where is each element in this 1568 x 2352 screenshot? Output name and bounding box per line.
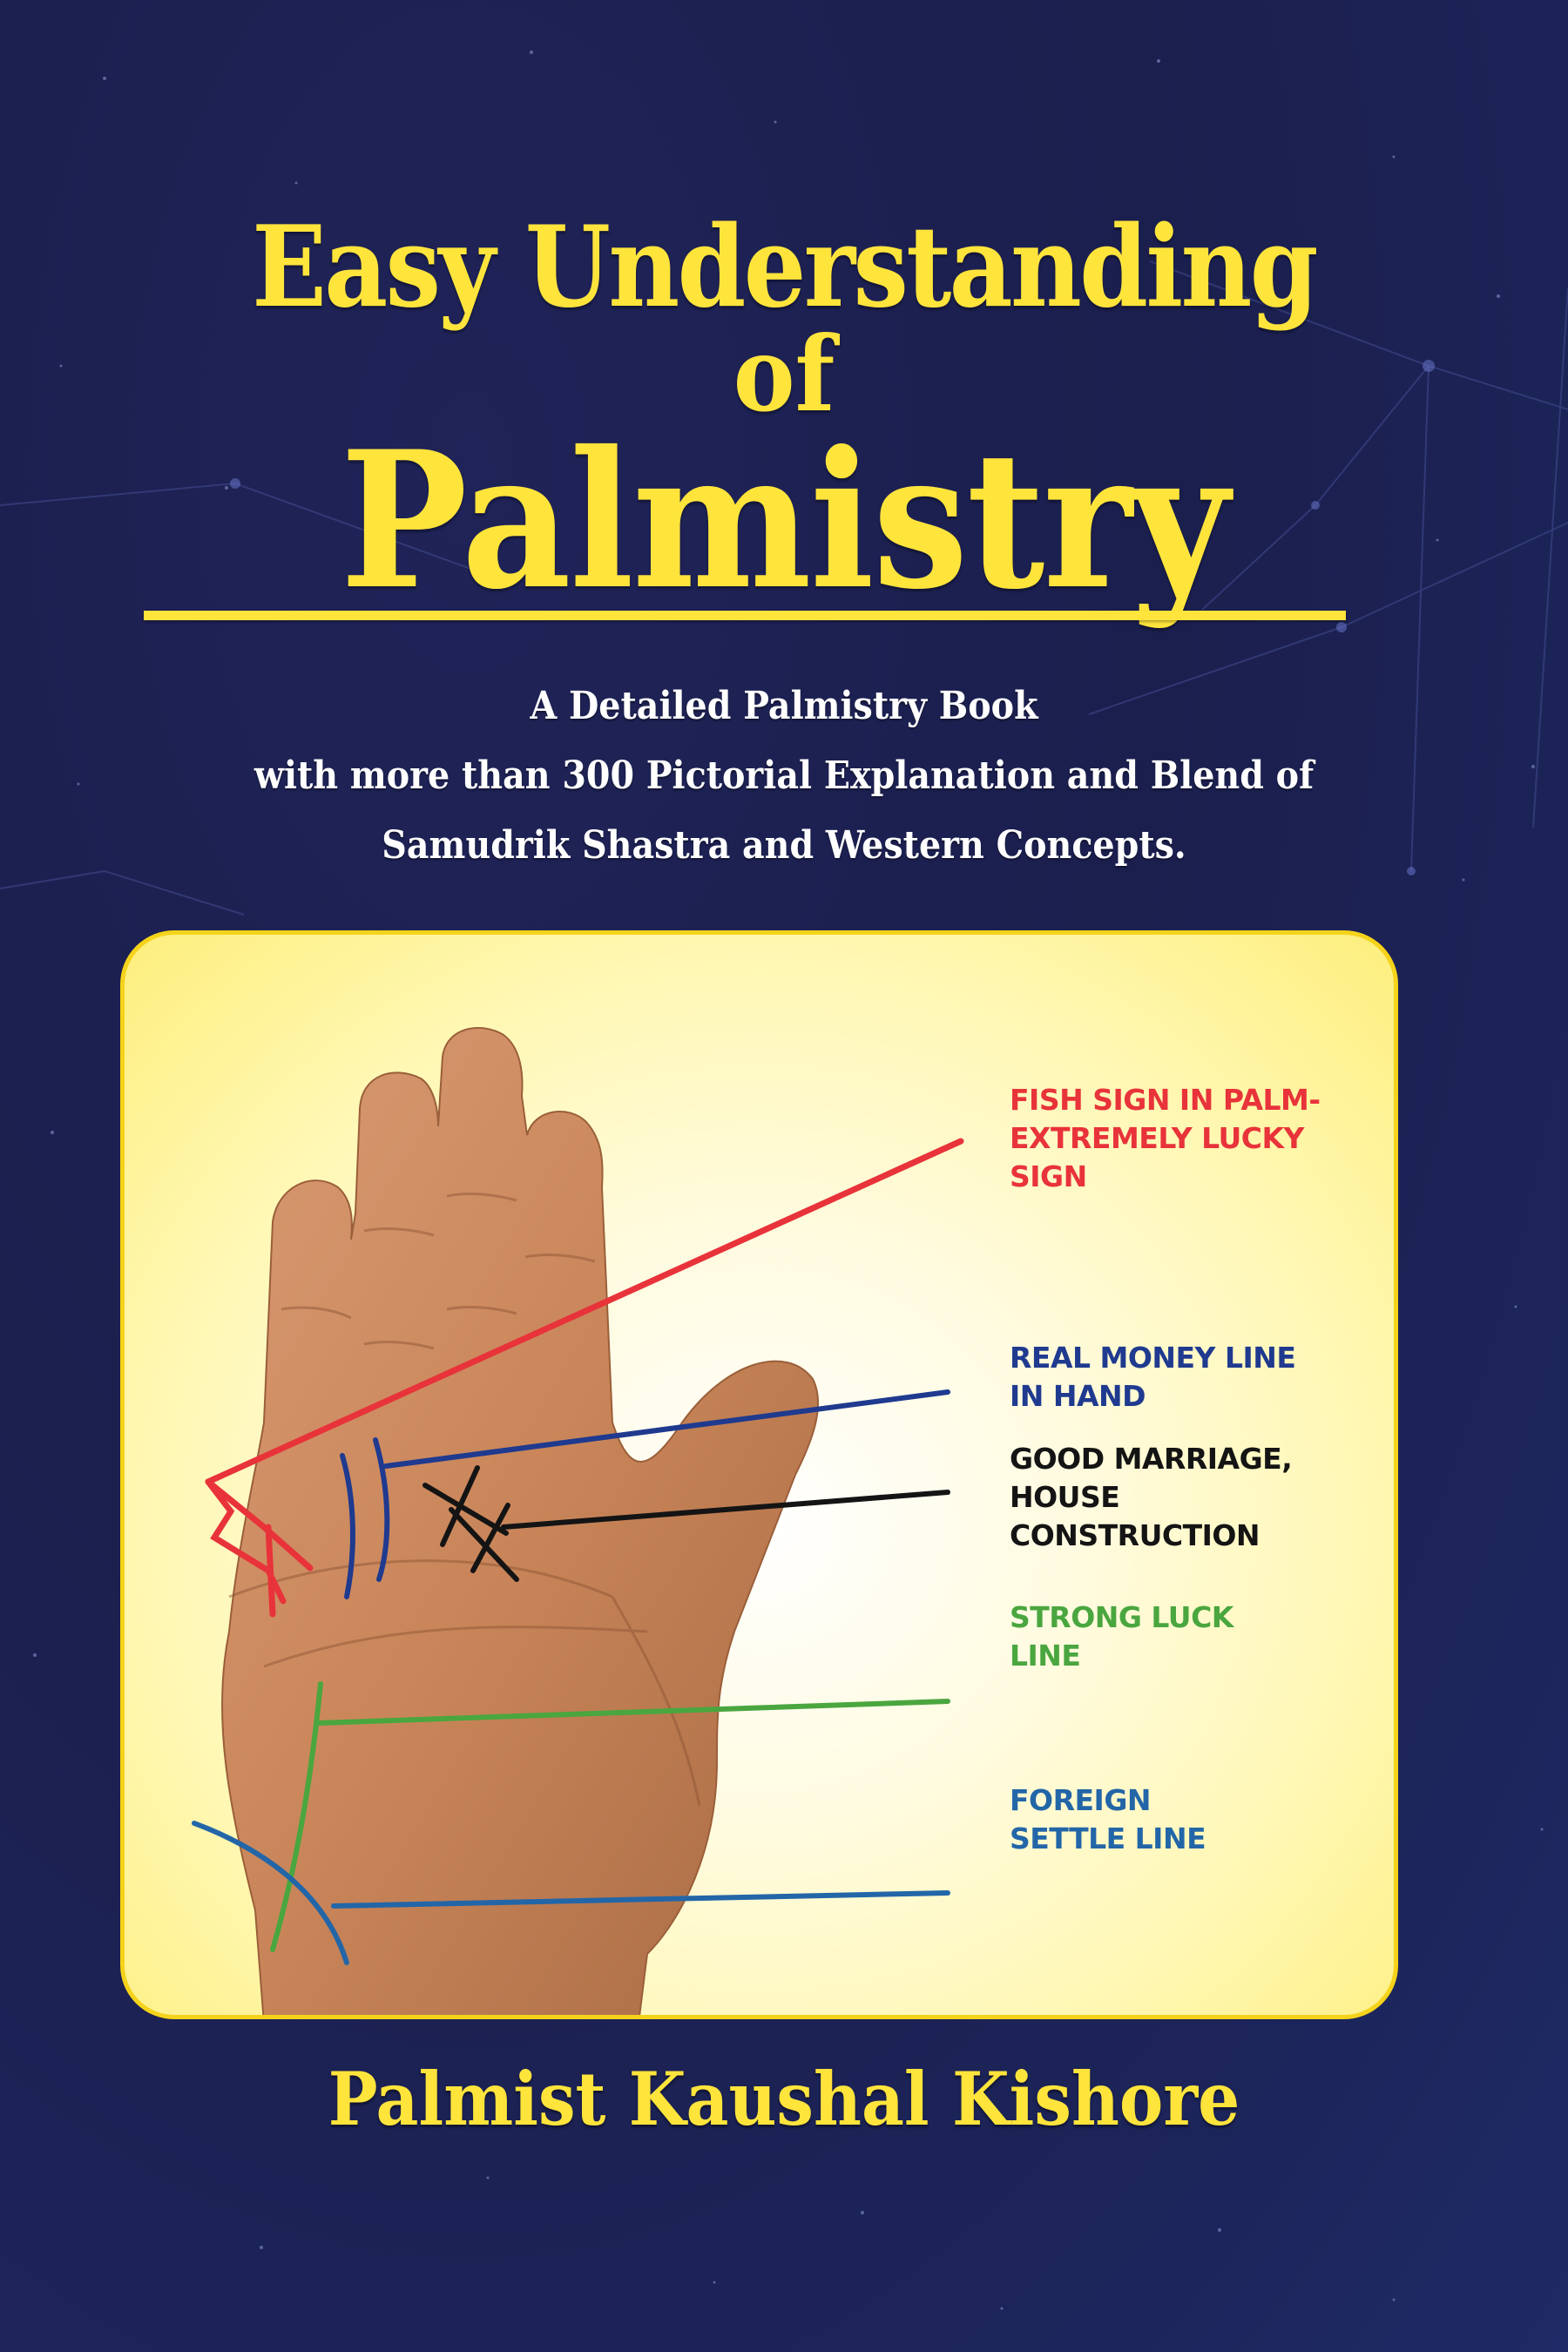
title-line-2: of [733, 314, 835, 435]
luck-line-marker [270, 1681, 950, 1952]
subtitle-line-1: A Detailed Palmistry Book [530, 684, 1038, 728]
foreign-line-marker [192, 1821, 950, 1965]
title-underline [144, 611, 1346, 620]
author-name: Palmist Kaushal Kishore [328, 2056, 1240, 2142]
label-good-marriage: GOOD MARRIAGE, HOUSE CONSTRUCTION [1010, 1442, 1293, 1552]
label-foreign-line: FOREIGN SETTLE LINE [1010, 1783, 1206, 1855]
title-line-3: Palmistry [340, 409, 1230, 631]
subtitle-line-2: with more than 300 Pictorial Explanation… [253, 754, 1315, 798]
hand-illustration [192, 1027, 964, 2015]
marriage-grid-marker [422, 1465, 950, 1582]
money-line-marker [340, 1389, 950, 1599]
label-fish-sign: FISH SIGN IN PALM- EXTREMELY LUCKY SIGN [1010, 1083, 1321, 1193]
palm-illustration-panel: FISH SIGN IN PALM- EXTREMELY LUCKY SIGN … [120, 930, 1398, 2019]
label-money-line: REAL MONEY LINE IN HAND [1010, 1341, 1296, 1413]
hand-shape [220, 1027, 820, 2015]
subtitle-line-3: Samudrik Shastra and Western Concepts. [382, 823, 1186, 868]
title-line-1: Easy Understanding [252, 202, 1318, 333]
fish-sign-marker [205, 1138, 964, 1618]
label-luck-line: STRONG LUCK LINE [1010, 1600, 1233, 1673]
